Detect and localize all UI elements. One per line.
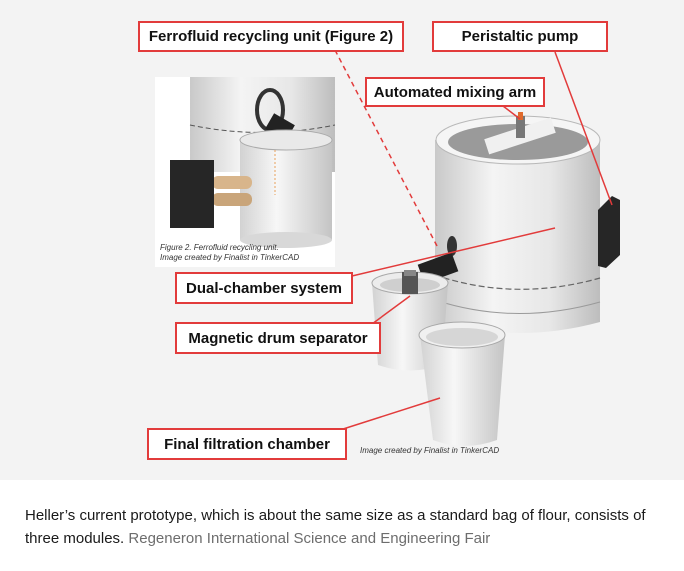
caption-credit: Regeneron International Science and Engi… (128, 530, 491, 547)
label-mixing-arm: Automated mixing arm (365, 77, 545, 107)
callout-line-pump (554, 51, 613, 206)
main-prototype (371, 112, 620, 446)
inset-caption-line1: Figure 2. Ferrofluid recycling unit. (160, 243, 279, 252)
figure-caption: Heller’s current prototype, which is abo… (25, 504, 665, 550)
main-image-credit: Image created by Finalist in TinkerCAD (360, 446, 500, 455)
callout-line-drum-separator (371, 295, 411, 325)
inset-recycling-unit (155, 77, 336, 267)
callout-line-mixing-arm (502, 105, 521, 120)
callout-line-dual-chamber (351, 227, 556, 277)
label-recycling-unit: Ferrofluid recycling unit (Figure 2) (138, 21, 404, 52)
callout-line-recycling-unit (334, 49, 438, 247)
inset-caption: Figure 2. Ferrofluid recycling unit. Ima… (160, 243, 299, 263)
label-peristaltic-pump: Peristaltic pump (432, 21, 608, 52)
callout-lines (334, 49, 613, 431)
label-drum-separator: Magnetic drum separator (175, 322, 381, 354)
prototype-illustration (155, 49, 620, 446)
label-filtration-chamber: Final filtration chamber (147, 428, 347, 460)
callout-line-filtration (339, 397, 441, 431)
prototype-figure: Ferrofluid recycling unit (Figure 2) Per… (0, 0, 684, 480)
caption-text: Heller’s current prototype, which is abo… (25, 507, 646, 547)
label-dual-chamber: Dual-chamber system (175, 272, 353, 304)
inset-caption-line2: Image created by Finalist in TinkerCAD (160, 253, 300, 262)
